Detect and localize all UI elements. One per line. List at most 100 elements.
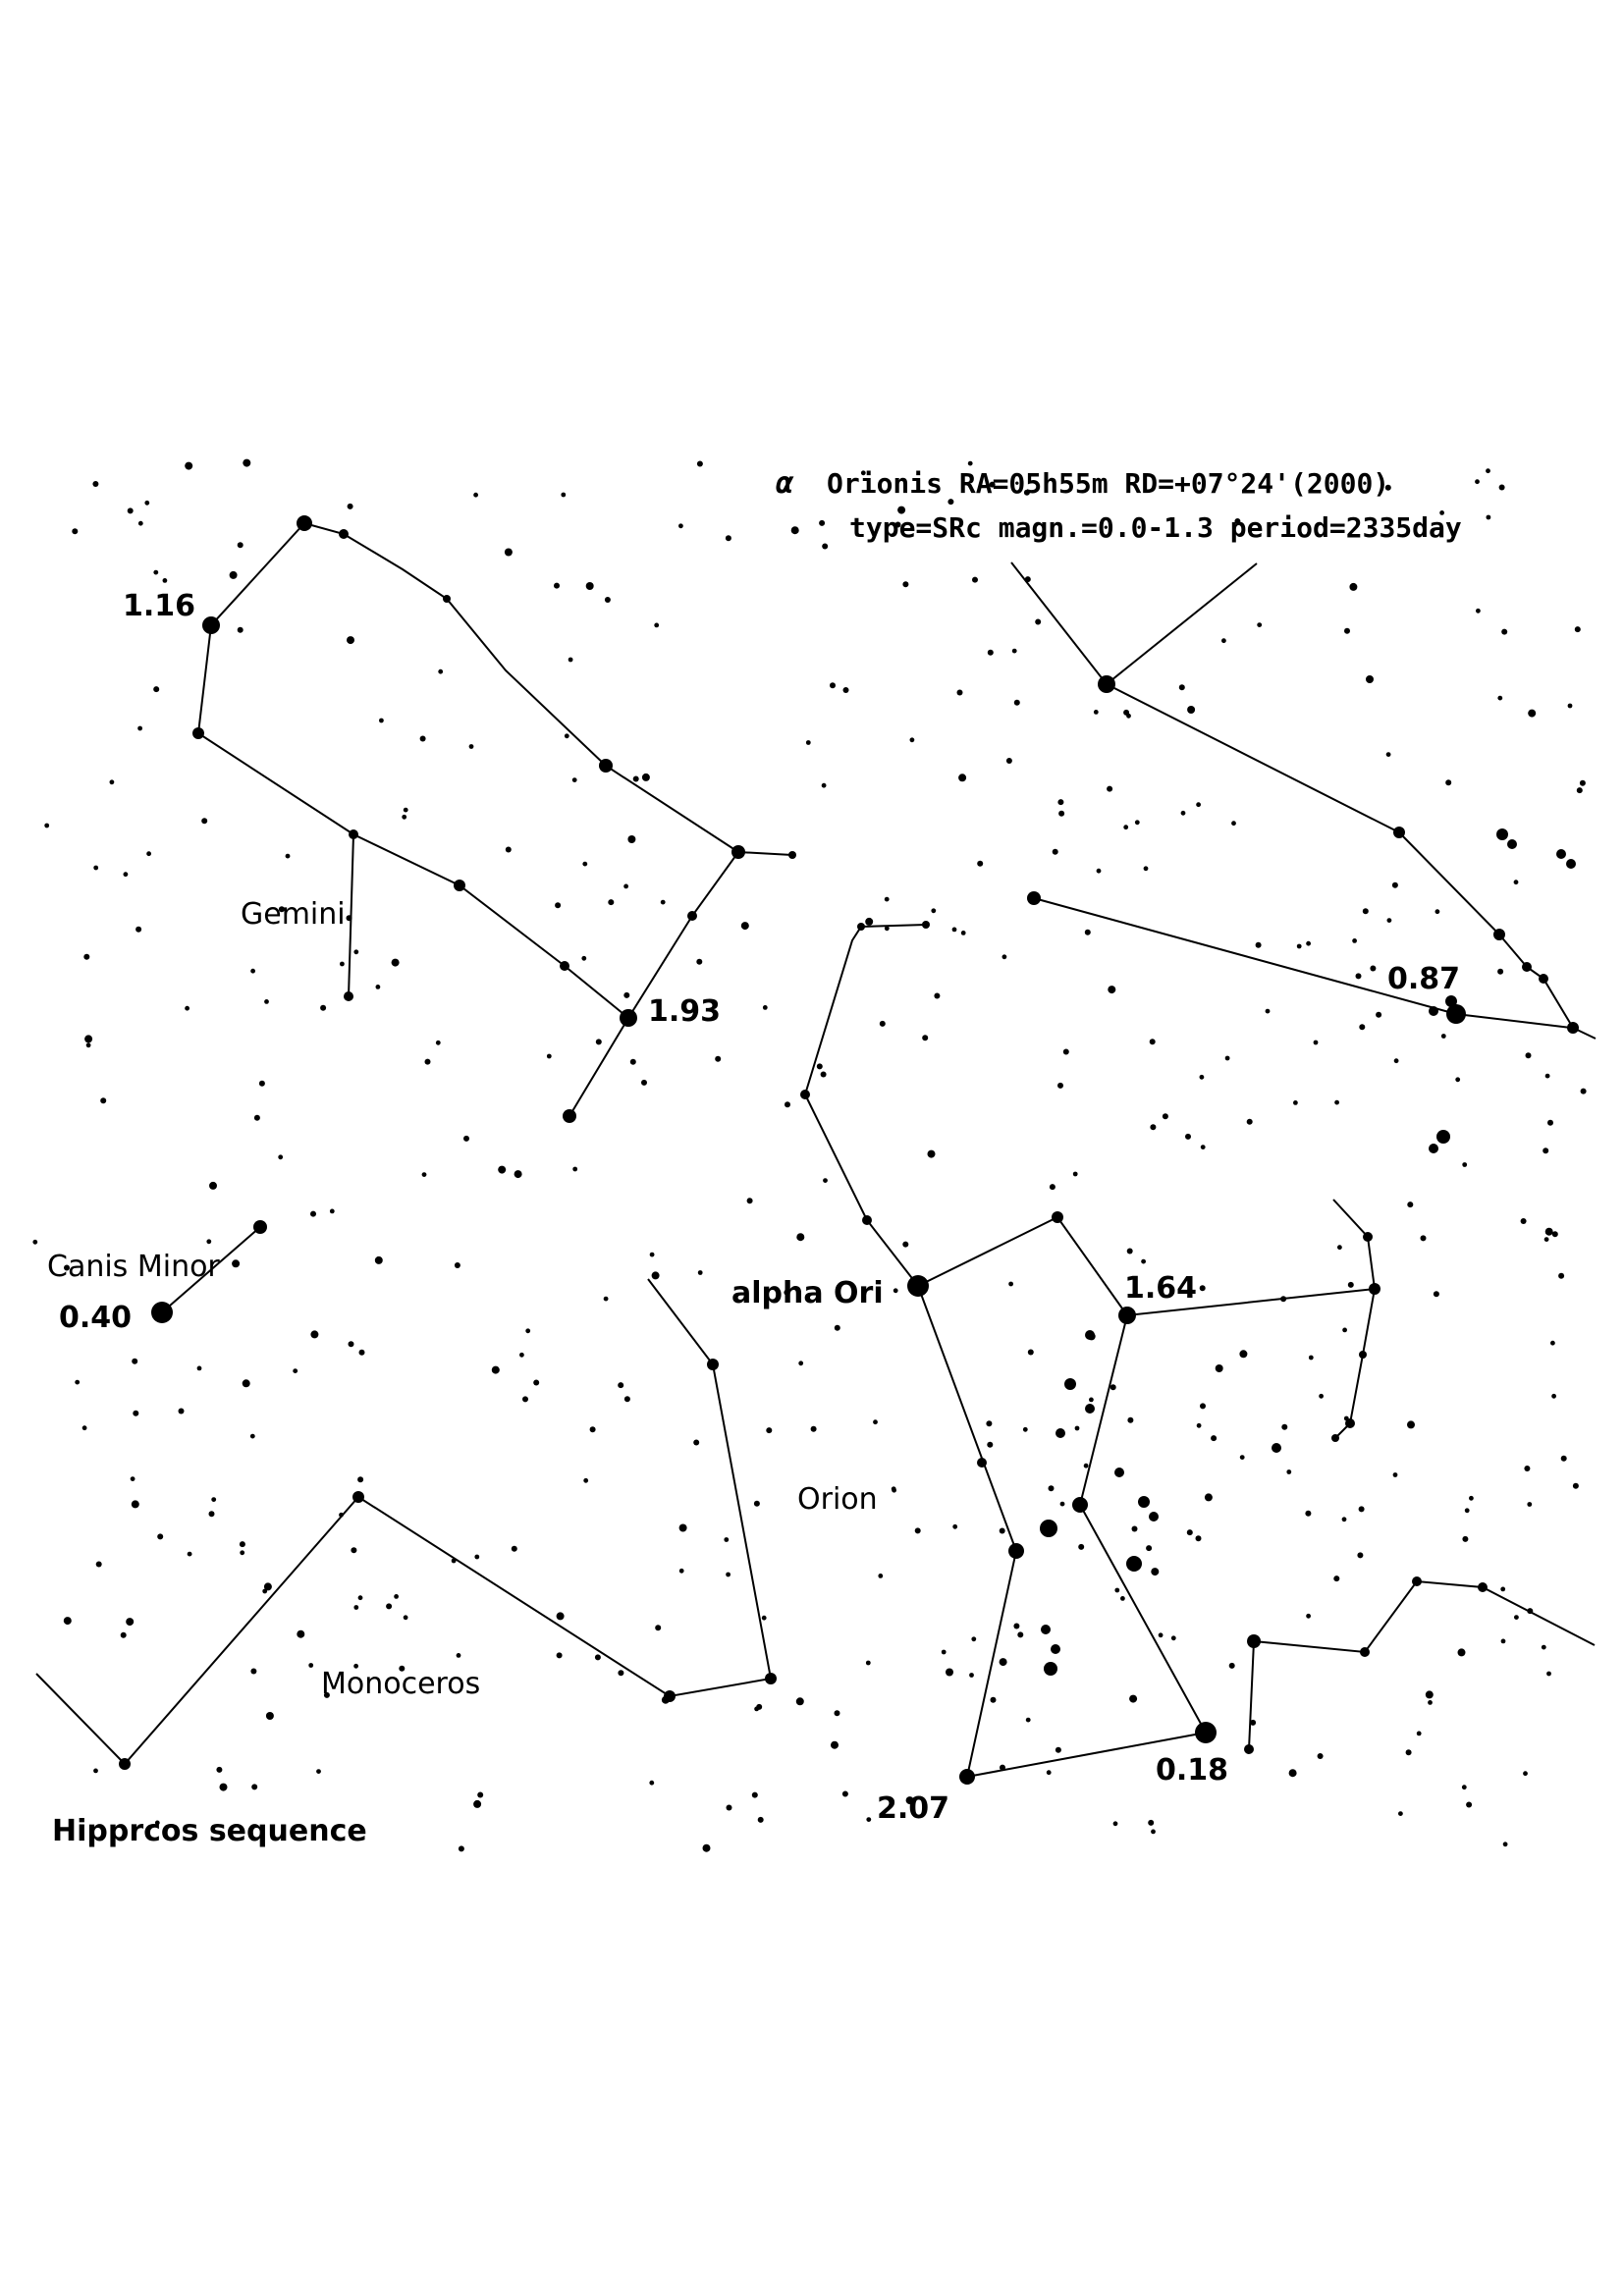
orion-body — [917, 1285, 1208, 1779]
star — [352, 1491, 364, 1503]
faint-star — [1370, 965, 1377, 972]
star — [707, 1359, 719, 1370]
star — [1138, 1496, 1150, 1508]
faint-star — [960, 931, 966, 935]
faint-star — [1352, 938, 1357, 943]
faint-star — [1466, 1801, 1473, 1808]
faint-star — [1486, 514, 1491, 520]
star — [1496, 828, 1508, 840]
faint-star — [1231, 821, 1236, 827]
faint-star — [678, 1523, 687, 1532]
faint-star — [761, 1615, 767, 1621]
faint-star — [1112, 1821, 1118, 1827]
faint-star — [419, 735, 426, 742]
star — [862, 1215, 872, 1225]
star — [344, 991, 353, 1001]
faint-star — [1149, 1039, 1156, 1045]
faint-star — [1544, 1073, 1550, 1079]
faint-star — [83, 953, 90, 960]
faint-star — [999, 1658, 1007, 1667]
faint-star — [905, 1796, 914, 1805]
faint-star — [1334, 1099, 1339, 1105]
faint-star — [1215, 1364, 1223, 1372]
faint-star — [1341, 1517, 1347, 1522]
canis-minor-line — [161, 1226, 261, 1313]
faint-star — [927, 1149, 936, 1158]
constellation-gemini-label: Gemini — [241, 897, 346, 932]
faint-star — [641, 1079, 647, 1086]
faint-star — [1420, 1235, 1427, 1242]
faint-star — [1541, 1644, 1546, 1650]
faint-star — [1313, 1040, 1319, 1045]
faint-star — [661, 1695, 670, 1704]
faint-star — [726, 1804, 732, 1811]
faint-star — [1527, 1608, 1534, 1615]
faint-star — [1170, 1635, 1176, 1641]
faint-star — [623, 1396, 630, 1403]
faint-star — [310, 1210, 316, 1217]
faint-star — [784, 1289, 790, 1296]
faint-star — [458, 1845, 464, 1852]
faint-star — [1239, 1350, 1248, 1359]
faint-star — [1296, 943, 1302, 949]
faint-star — [424, 1058, 431, 1065]
faint-star — [902, 581, 909, 588]
faint-star — [126, 1618, 135, 1627]
faint-star — [1464, 1508, 1470, 1514]
faint-star — [1358, 1506, 1365, 1513]
faint-star — [834, 1324, 840, 1331]
faint-star — [1514, 1615, 1519, 1620]
faint-star — [753, 1500, 760, 1507]
faint-star — [1187, 706, 1196, 714]
faint-star — [941, 1649, 947, 1655]
faint-star — [165, 1308, 171, 1314]
faint-star — [209, 1181, 217, 1190]
faint-star — [1024, 576, 1031, 583]
faint-star — [258, 1080, 265, 1087]
faint-star — [403, 807, 408, 813]
faint-star — [724, 1537, 730, 1542]
header-line-1: Orionis RA=05h55m RD=+07°24'(2000) — [827, 467, 1389, 500]
faint-star — [1123, 825, 1129, 830]
faint-star — [1543, 1237, 1549, 1242]
faint-star — [358, 1349, 365, 1356]
star — [1008, 1543, 1024, 1559]
faint-star — [316, 1769, 321, 1774]
faint-star — [654, 622, 660, 628]
faint-star — [1385, 752, 1391, 757]
faint-star — [1185, 1133, 1191, 1140]
faint-star — [1501, 628, 1508, 635]
faint-star — [353, 1663, 358, 1669]
faint-star — [594, 1654, 601, 1661]
faint-star — [242, 1379, 250, 1388]
faint-star — [1546, 1671, 1551, 1677]
faint-star — [1286, 1469, 1292, 1474]
faint-star — [969, 1673, 974, 1678]
faint-star — [511, 1545, 517, 1552]
faint-star — [999, 1527, 1005, 1534]
faint-star — [185, 461, 193, 470]
faint-star — [841, 1790, 848, 1797]
faint-star — [1317, 1753, 1324, 1759]
faint-star — [237, 626, 244, 633]
gemini-line-4 — [348, 833, 354, 997]
faint-star — [878, 1574, 884, 1578]
constellation-monoceros-label: Monoceros — [321, 1667, 480, 1701]
faint-star — [1027, 895, 1034, 902]
faint-star — [92, 481, 99, 487]
faint-star — [958, 774, 967, 782]
faint-star — [1255, 941, 1262, 948]
constellation-canis-minor-label: Canis Minor — [47, 1250, 220, 1284]
faint-star — [952, 1523, 958, 1529]
faint-star — [1204, 1493, 1213, 1502]
faint-star — [1319, 1393, 1324, 1399]
faint-star — [1500, 1586, 1506, 1592]
faint-star — [1428, 1700, 1433, 1705]
faint-star — [323, 1691, 330, 1698]
faint-star — [297, 1629, 305, 1638]
faint-star — [725, 535, 731, 542]
faint-star — [831, 1740, 839, 1749]
header-line-2: type=SRc magn.=0.0-1.3 period=2335day — [849, 511, 1462, 544]
faint-star — [884, 926, 890, 932]
